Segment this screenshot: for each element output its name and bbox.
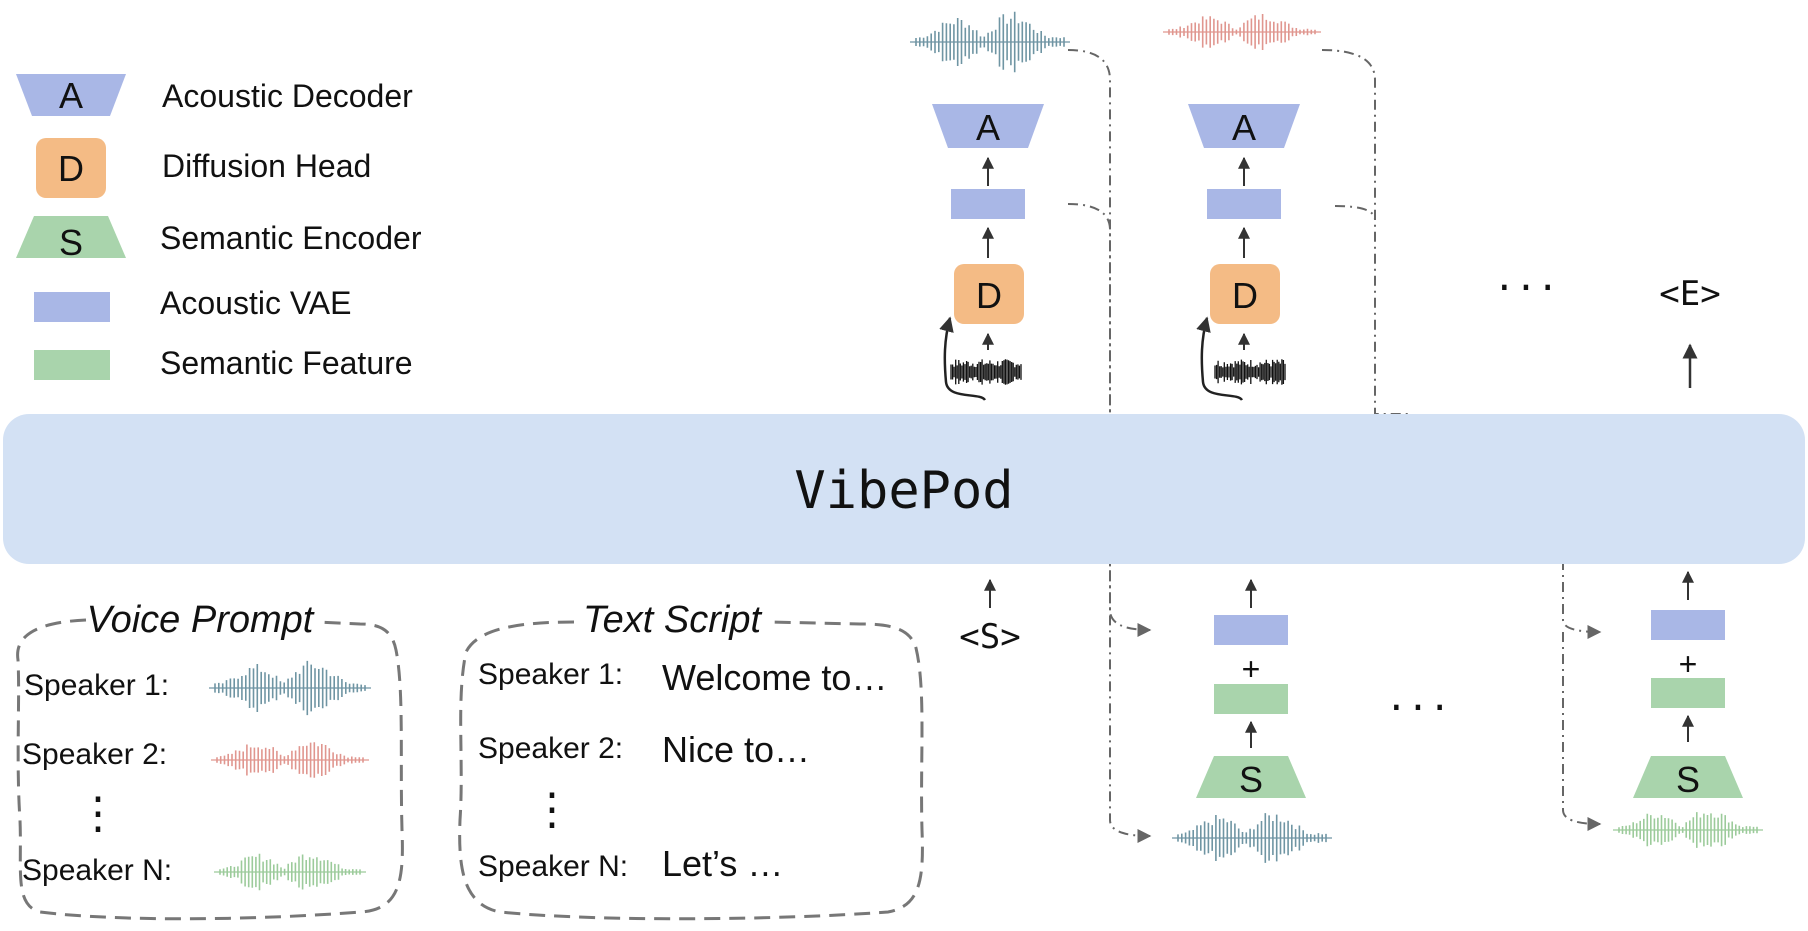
encoder-input-waveform-2 <box>1613 812 1763 848</box>
text-script-border <box>458 620 924 921</box>
encode-column-1: + S <box>1172 578 1332 863</box>
acoustic-vae-block-2 <box>1207 189 1281 219</box>
voice-prompt-speaker-n-label: Speaker N: <box>22 854 172 887</box>
semantic-feature-block-1 <box>1214 684 1288 714</box>
text-script-speaker-1-label: Speaker 1: <box>478 658 623 691</box>
legend-label-semantic-feature: Semantic Feature <box>160 345 413 381</box>
semantic-feature-block-2 <box>1651 678 1725 708</box>
decode-column-1: A D <box>910 11 1070 401</box>
waveform-lines <box>1214 359 1286 385</box>
voice-prompt-border <box>16 618 404 921</box>
legend-label-diffusion-head: Diffusion Head <box>162 148 371 184</box>
diffusion-head-icon <box>36 138 106 198</box>
legend-acoustic-vae: Acoustic VAE <box>34 285 351 322</box>
plus-sign-2: + <box>1679 646 1698 682</box>
acoustic-vae-icon <box>34 292 110 322</box>
voice-prompt-vdots: ⋮ <box>76 789 120 838</box>
semantic-encoder-block-1 <box>1196 756 1306 798</box>
legend-semantic-encoder: S Semantic Encoder <box>16 216 422 263</box>
vibepod-backbone <box>3 414 1805 564</box>
text-script-line-n: Let’s … <box>662 843 783 884</box>
legend-acoustic-decoder: A Acoustic Decoder <box>16 74 413 116</box>
diffusion-head-block-1 <box>954 264 1024 324</box>
backbone: VibePod <box>3 414 1805 564</box>
noise-input-2 <box>1214 359 1286 385</box>
plus-sign-1: + <box>1242 651 1261 687</box>
text-script-speaker-n-label: Speaker N: <box>478 850 628 883</box>
semantic-feature-icon <box>34 350 110 380</box>
diffusion-head-letter-2: D <box>1232 275 1258 316</box>
voice-prompt-waveform-speaker-2 <box>211 742 369 778</box>
model-name: VibePod <box>794 461 1013 521</box>
semantic-encoder-icon <box>16 216 126 258</box>
voice-prompt-waveform-speaker-1 <box>209 660 371 716</box>
text-script-line-2: Nice to… <box>662 729 810 770</box>
ellipsis-top: ··· <box>1493 268 1558 309</box>
semantic-encoder-letter-2: S <box>1676 759 1700 800</box>
voice-prompt-title: Voice Prompt <box>87 599 315 641</box>
acoustic-vae-feature-2 <box>1651 610 1725 640</box>
acoustic-decoder-block-1 <box>932 104 1044 148</box>
semantic-encoder-icon-letter: S <box>59 222 83 263</box>
acoustic-decoder-letter-2: A <box>1232 107 1256 148</box>
decode-column-2: A D <box>1163 14 1321 401</box>
encode-column-2: + S <box>1613 570 1763 848</box>
diffusion-head-letter-1: D <box>976 275 1002 316</box>
semantic-encoder-letter-1: S <box>1239 759 1263 800</box>
legend-label-semantic-encoder: Semantic Encoder <box>160 220 422 256</box>
acoustic-decoder-icon-letter: A <box>59 75 83 116</box>
output-waveform-2 <box>1163 14 1321 50</box>
output-waveform-1 <box>910 11 1070 73</box>
waveform-lines <box>950 359 1022 385</box>
ellipsis-bottom: ··· <box>1385 688 1450 729</box>
legend-semantic-feature: Semantic Feature <box>34 345 413 381</box>
text-script-speaker-2-label: Speaker 2: <box>478 732 623 765</box>
voice-prompt-speaker-2-label: Speaker 2: <box>22 738 167 771</box>
start-token: <S> <box>959 617 1020 657</box>
acoustic-decoder-icon <box>16 74 126 116</box>
legend-diffusion-head: D Diffusion Head <box>36 138 371 198</box>
voice-prompt-speaker-1-label: Speaker 1: <box>24 669 169 702</box>
noise-input-1 <box>950 359 1022 385</box>
acoustic-vae-feature-1 <box>1214 615 1288 645</box>
condition-arrow-1 <box>939 316 987 401</box>
voice-prompt-box: Voice Prompt Speaker 1: Speaker 2: ⋮ Spe… <box>16 599 404 921</box>
end-token: <E> <box>1659 274 1720 314</box>
diffusion-head-icon-letter: D <box>58 148 84 189</box>
acoustic-decoder-letter-1: A <box>976 107 1000 148</box>
diffusion-head-block-2 <box>1210 264 1280 324</box>
encoder-input-waveform-1 <box>1172 813 1332 863</box>
text-script-vdots: ⋮ <box>530 785 574 834</box>
text-script-title: Text Script <box>583 599 763 641</box>
legend: A Acoustic Decoder D Diffusion Head S Se… <box>16 74 422 381</box>
legend-label-acoustic-decoder: Acoustic Decoder <box>162 78 413 114</box>
text-script-box: Text Script Speaker 1: Welcome to… Speak… <box>458 599 924 921</box>
text-script-line-1: Welcome to… <box>662 657 887 698</box>
legend-label-acoustic-vae: Acoustic VAE <box>160 285 351 321</box>
acoustic-decoder-block-2 <box>1188 104 1300 148</box>
acoustic-vae-block-1 <box>951 189 1025 219</box>
semantic-encoder-block-2 <box>1633 756 1743 798</box>
voice-prompt-waveform-speaker-n <box>214 853 366 891</box>
condition-arrow-2 <box>1196 316 1244 401</box>
